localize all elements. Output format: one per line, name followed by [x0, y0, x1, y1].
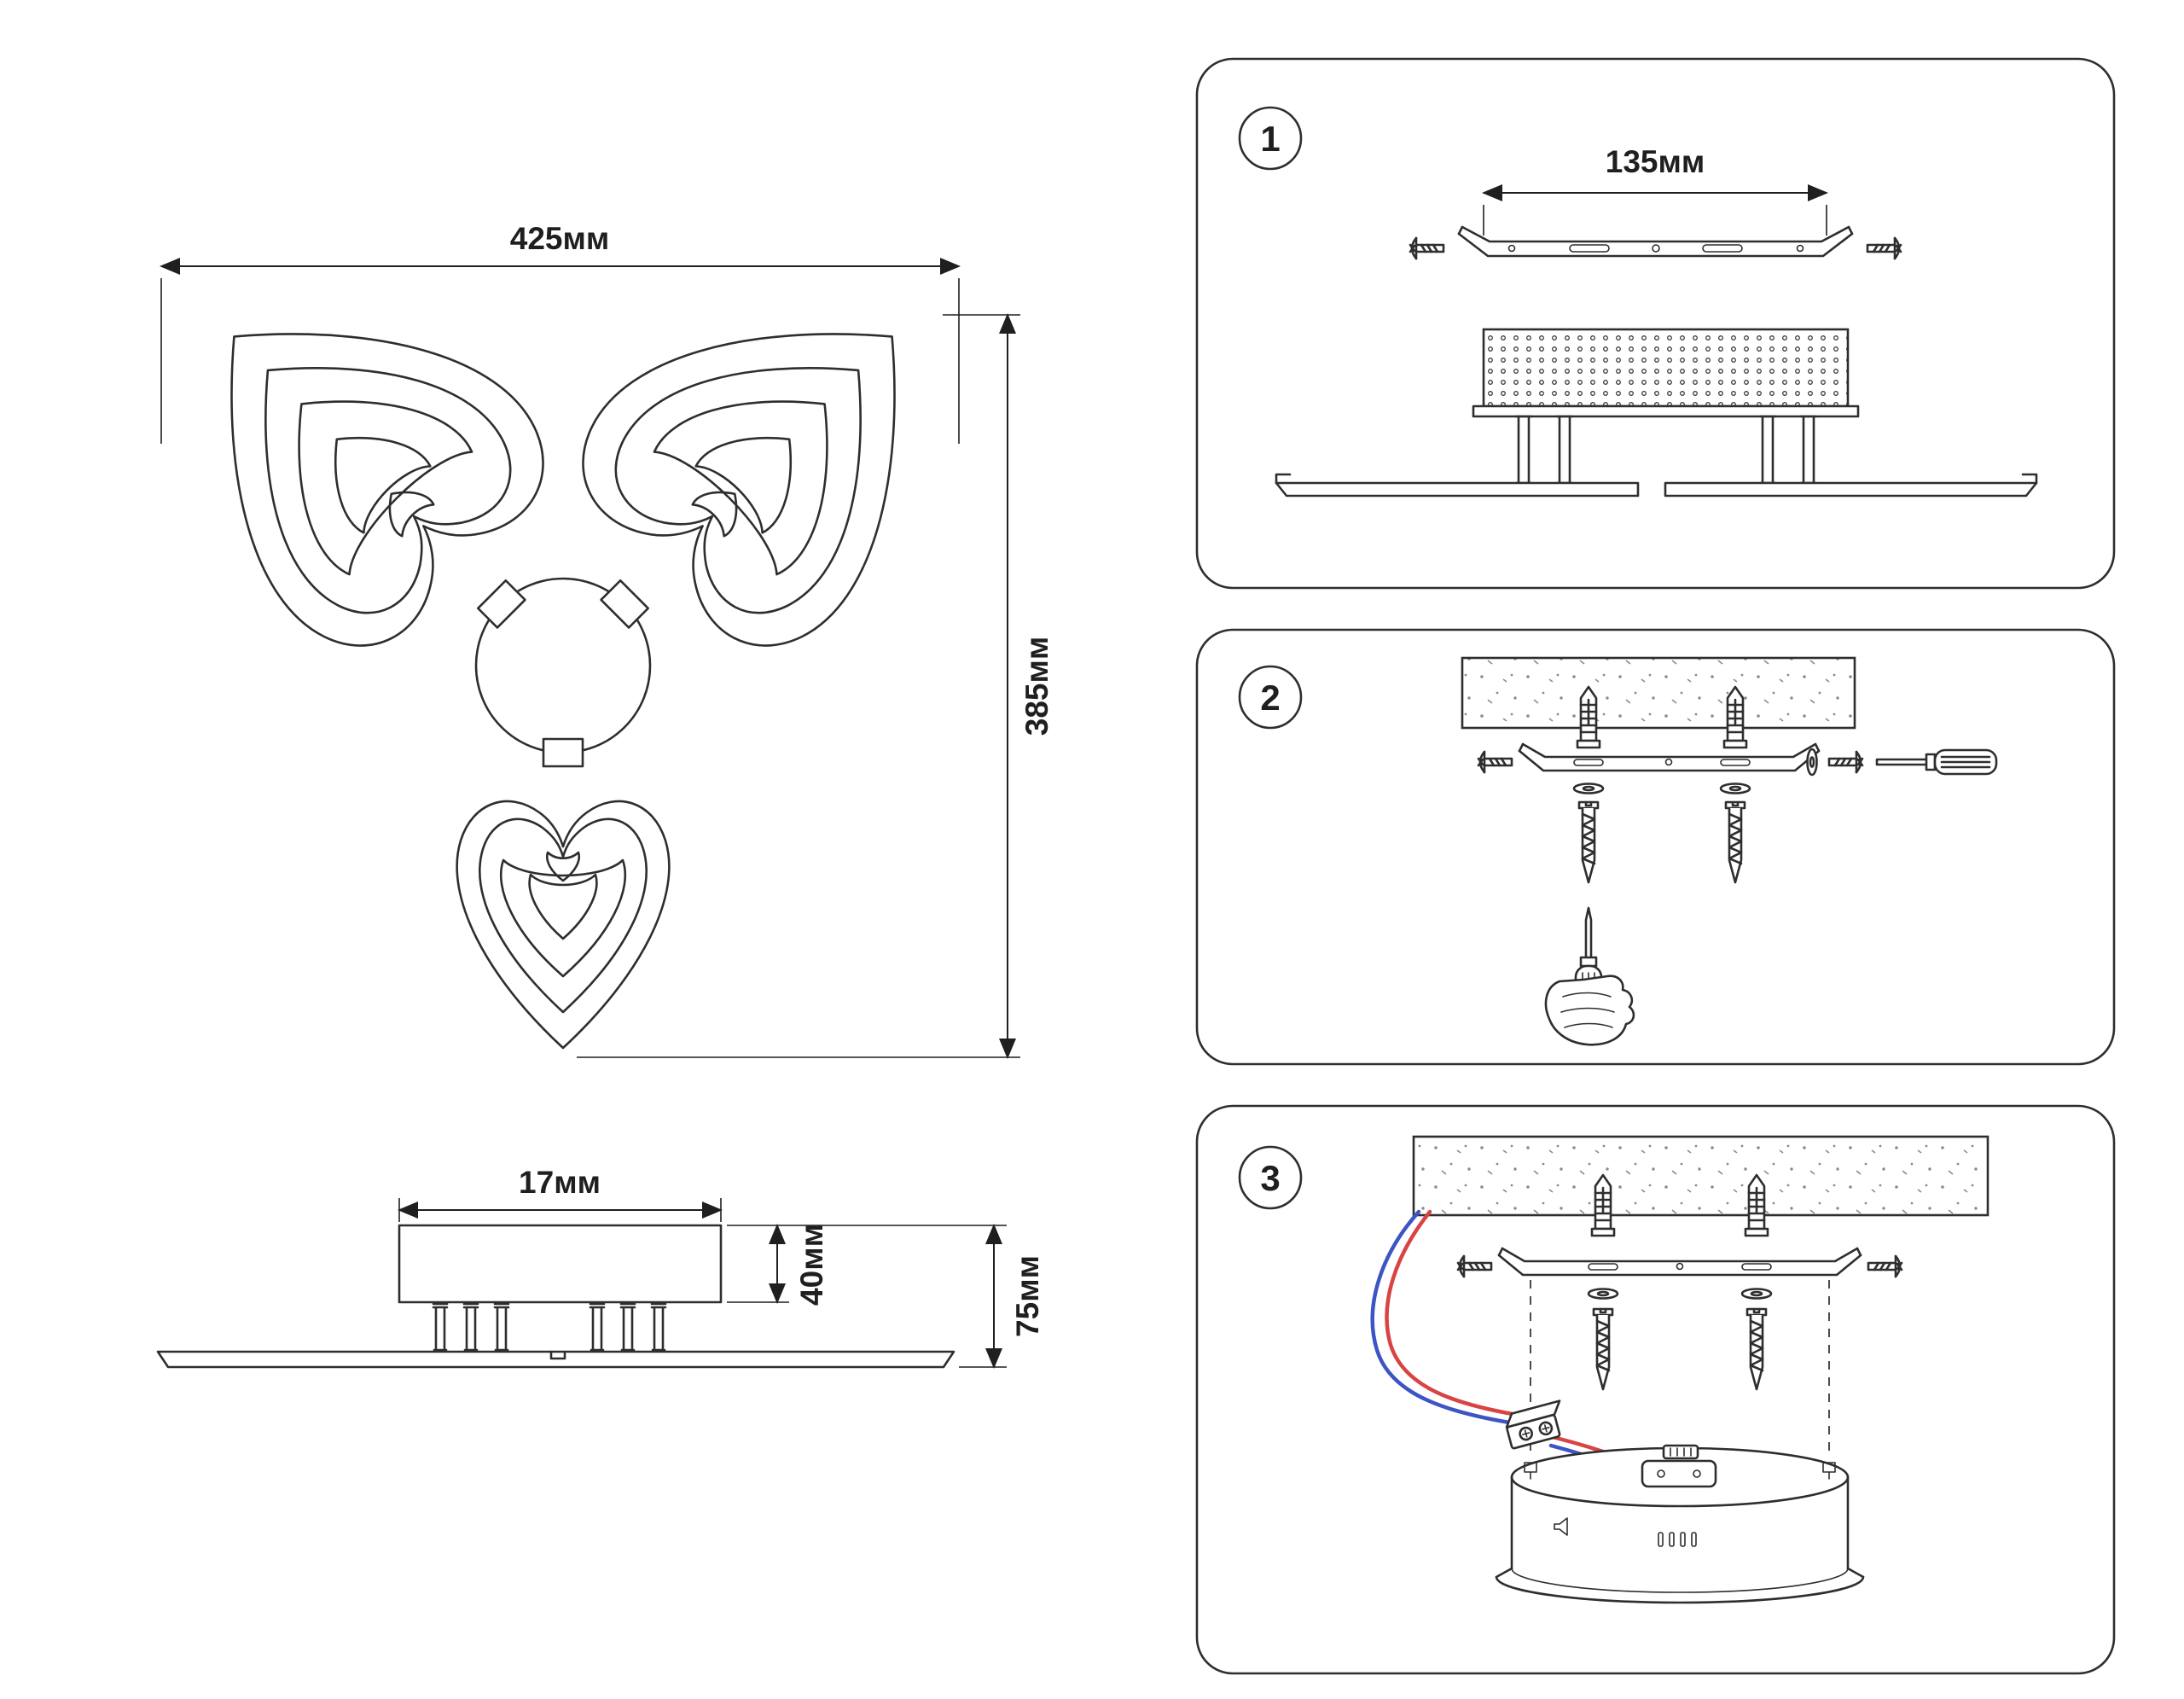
step-2-panel: 2: [1195, 628, 2116, 1066]
step-3-number: 3: [1260, 1158, 1280, 1198]
dim-total-height-75: 75мм: [1010, 1255, 1045, 1337]
step-2-number: 2: [1260, 678, 1280, 718]
step-3-panel: 3: [1195, 1104, 2116, 1675]
step-1-panel: 1 135мм: [1195, 57, 2116, 590]
step-1-badge: [1238, 106, 1303, 171]
drum-flange: [1472, 404, 1860, 418]
keyhole-slot-left: [1524, 1462, 1537, 1480]
keyhole-slot-right: [1822, 1462, 1836, 1480]
ceiling-section: [1461, 656, 1856, 730]
top-view-drawing: [124, 226, 1002, 1050]
step-3-frame: [1195, 1104, 2116, 1675]
driver-box-top: [1641, 1459, 1717, 1488]
side-washer-right: [1806, 748, 1818, 777]
step-3-badge: [1238, 1145, 1303, 1210]
petal-upper-right: [549, 226, 1002, 679]
mounting-bracket: [1497, 1247, 1862, 1277]
petal-upper-left: [124, 226, 577, 679]
petal-bottom: [456, 737, 671, 1050]
step-2-badge: [1238, 665, 1303, 730]
perforated-drum: [1482, 328, 1850, 408]
side-view-drawing: [156, 1224, 956, 1369]
driver-box: [398, 1224, 723, 1304]
washer-left: [1587, 1288, 1619, 1300]
step-1-frame: [1195, 57, 2116, 590]
arm-plate-left: [1275, 481, 1640, 497]
dim-box-height-40: 40мм: [794, 1224, 829, 1306]
lamp-body-side: [1275, 328, 2038, 497]
lamp-base-drum: [1495, 1444, 1865, 1604]
top-view-dimensions: 425мм 385мм: [160, 221, 1054, 1059]
wire-red: [1385, 1209, 1530, 1419]
pin-connector: [1662, 1444, 1699, 1460]
dim-box-width-17: 17мм: [519, 1165, 601, 1200]
dim-bracket-135: 135мм: [1606, 144, 1705, 179]
washer-left: [1572, 783, 1605, 794]
mounting-bracket: [1457, 225, 1854, 258]
screwdriver-vertical: [1544, 906, 1635, 1046]
step-1-number: 1: [1260, 119, 1280, 159]
washer-right: [1719, 783, 1751, 794]
terminal-block: [1505, 1399, 1561, 1450]
wire-blue: [1370, 1209, 1528, 1428]
step-2-frame: [1195, 628, 2116, 1066]
dim-height-385: 385мм: [1019, 637, 1054, 736]
arm-plate-right: [1664, 481, 2038, 497]
speaker-icon: [1554, 1517, 1568, 1536]
hand: [1544, 975, 1635, 1046]
dim-width-425: 425мм: [510, 221, 609, 256]
washer-right: [1740, 1288, 1773, 1300]
ceiling-section: [1412, 1135, 1989, 1217]
side-view-dimensions: 17мм 40мм 75мм: [398, 1165, 1045, 1369]
